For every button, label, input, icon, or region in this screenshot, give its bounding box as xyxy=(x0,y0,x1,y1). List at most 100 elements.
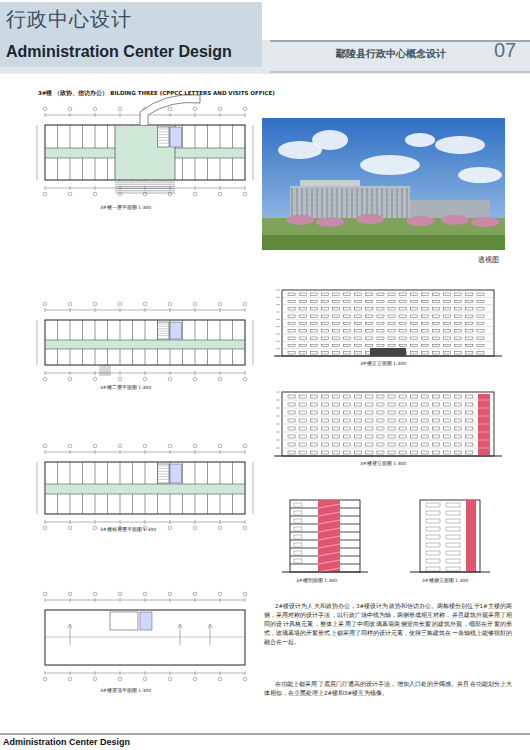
axis-bubble xyxy=(93,592,97,596)
stair-section xyxy=(318,500,340,572)
window xyxy=(294,551,302,555)
window xyxy=(399,308,406,310)
window xyxy=(446,567,460,571)
room-wall xyxy=(195,462,196,484)
room-wall xyxy=(157,494,158,514)
window xyxy=(446,527,460,531)
photo-window xyxy=(387,188,388,218)
window xyxy=(388,435,395,438)
photo-window xyxy=(407,188,408,218)
axis-bubble xyxy=(193,677,197,681)
window xyxy=(310,344,317,346)
roof-core xyxy=(140,612,152,630)
level-mark xyxy=(276,341,280,342)
window xyxy=(432,300,439,302)
axis-bubble xyxy=(43,444,47,448)
window xyxy=(321,403,328,406)
window xyxy=(455,293,462,295)
footer-rule xyxy=(0,734,530,735)
window xyxy=(432,344,439,346)
window xyxy=(410,427,417,430)
room-wall xyxy=(195,158,196,180)
level-mark xyxy=(276,356,280,357)
window xyxy=(288,308,295,310)
photo-tree xyxy=(471,217,499,227)
drawing-title: 3#楼标准层平面图 1:300 xyxy=(100,527,156,532)
window xyxy=(388,293,395,295)
room-wall xyxy=(182,125,183,148)
entrance xyxy=(370,348,406,356)
window xyxy=(344,395,351,398)
window xyxy=(321,395,328,398)
window xyxy=(410,315,417,317)
room-wall xyxy=(182,462,183,484)
window xyxy=(355,443,362,446)
window xyxy=(321,322,328,324)
window xyxy=(446,543,460,547)
dimension-tick xyxy=(195,520,196,524)
axis-bubble xyxy=(218,444,222,448)
stair-tread xyxy=(158,131,170,132)
entry-step xyxy=(115,184,175,185)
window xyxy=(288,427,295,430)
dimension-tick xyxy=(120,113,121,117)
stair-flight xyxy=(318,552,340,556)
window xyxy=(355,344,362,346)
window xyxy=(421,403,428,406)
dimension-tick xyxy=(170,186,171,190)
axis-bubble xyxy=(193,526,197,530)
room-wall xyxy=(232,494,233,514)
header-rule xyxy=(270,40,530,42)
stair-tread xyxy=(158,331,170,332)
window xyxy=(355,435,362,438)
dimension-tick xyxy=(245,186,246,190)
window xyxy=(444,322,451,324)
window xyxy=(366,435,373,438)
window xyxy=(446,551,460,555)
dimension-tick xyxy=(195,671,196,675)
window xyxy=(466,315,473,317)
window xyxy=(388,322,395,324)
window xyxy=(310,315,317,317)
window xyxy=(366,395,373,398)
room-wall xyxy=(57,125,58,148)
axis-bubble xyxy=(93,526,97,530)
photo-window xyxy=(347,188,348,218)
window xyxy=(366,293,373,295)
window xyxy=(321,344,328,346)
photo-cloud xyxy=(458,167,502,183)
dimension-tick xyxy=(145,371,146,375)
window xyxy=(466,427,473,430)
window xyxy=(446,559,460,563)
window xyxy=(444,337,451,339)
window xyxy=(477,330,484,332)
window xyxy=(455,419,462,422)
room-wall xyxy=(232,320,233,340)
window xyxy=(444,395,451,398)
window xyxy=(321,451,328,454)
dimension-tick xyxy=(120,308,121,312)
stair-flight xyxy=(318,528,340,532)
sheet-subtitle: 3#楼 （政协、信访办公） BILDING THREE (CPPCC LETTE… xyxy=(38,90,275,97)
window xyxy=(399,300,406,302)
photo-building xyxy=(300,180,360,186)
stair-tread xyxy=(158,479,170,480)
axis-bubble xyxy=(68,377,72,381)
room-wall xyxy=(107,494,108,514)
window xyxy=(366,330,373,332)
window xyxy=(299,352,306,354)
dimension-tick xyxy=(70,671,71,675)
dimension-tick xyxy=(95,113,96,117)
window xyxy=(410,443,417,446)
window xyxy=(366,451,373,454)
dimension-tick xyxy=(170,371,171,375)
room-wall xyxy=(195,125,196,148)
stair-glazing xyxy=(478,394,490,455)
window xyxy=(288,337,295,339)
stair-tread xyxy=(158,471,170,472)
dimension-tick xyxy=(45,598,46,602)
dimension-tick xyxy=(120,186,121,190)
stair-tread xyxy=(158,129,170,130)
window xyxy=(344,293,351,295)
